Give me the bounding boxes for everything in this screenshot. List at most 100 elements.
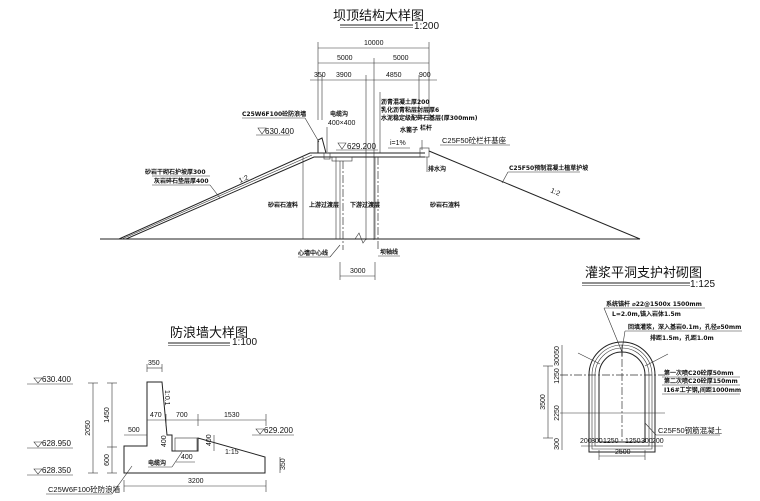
label-filter-up: 上游过渡层 bbox=[309, 201, 339, 209]
tunnel-scale: 1:125 bbox=[690, 279, 715, 290]
label-cushion: 灰岩碎石垫层厚400 bbox=[154, 177, 209, 185]
dim-half-left: 5000 bbox=[337, 55, 353, 62]
slope-left: 1:2 bbox=[238, 174, 250, 184]
wave-wall-section bbox=[123, 381, 266, 474]
elevation-marker-icon bbox=[33, 468, 43, 475]
label-riprap: 砂岩干砌石护坡厚300 bbox=[144, 168, 206, 176]
dim-350-right: 350 bbox=[280, 458, 287, 470]
crest-wave-wall bbox=[317, 137, 327, 154]
note-grout-2: 排距1.5m，孔距1.0m bbox=[650, 334, 714, 342]
dim-batter: 1:0.1 bbox=[163, 390, 170, 406]
tunnel-drawing: 灌浆平洞支护衬砌图 1:125 系统锚杆 ⌀22@1500x 1500mm L=… bbox=[540, 266, 742, 460]
label-trench: 电缆沟 bbox=[148, 459, 166, 467]
elevation-marks: 630.400 628.950 628.350 629.200 bbox=[27, 375, 294, 476]
label-water-drop: 水篦子 bbox=[400, 126, 418, 134]
note-grout-1: 回填灌浆，深入基岩0.1m，孔径⌀50mm bbox=[628, 323, 741, 331]
cable-trench-shape bbox=[323, 152, 331, 160]
label-fill-left: 砂岩石渣料 bbox=[267, 201, 298, 209]
label-filter-down: 下游过渡层 bbox=[350, 201, 380, 209]
note-shot-1: 第一次喷C20砼厚50mm bbox=[663, 369, 734, 377]
note-steel: I16#工字钢,间距1000mm bbox=[664, 386, 741, 394]
elevation-marker-icon bbox=[257, 127, 267, 135]
dim-v50: 50 bbox=[554, 346, 561, 354]
tunnel-bottom-dims: 200 300 1250 1250 300 200 2500 bbox=[580, 438, 664, 460]
dim-4850: 4850 bbox=[386, 72, 402, 79]
label-railing-base: C25F50砼栏杆基座 bbox=[442, 135, 507, 145]
dim-v300b: 300 bbox=[554, 438, 561, 450]
elev-629-200: 629.200 bbox=[347, 142, 376, 151]
dim-b1250a: 1250 bbox=[603, 438, 619, 445]
elevation-marker-icon bbox=[33, 377, 43, 384]
vertical-dimensions: 2050 1450 600 bbox=[85, 382, 117, 474]
elevation-marker-icon bbox=[33, 441, 43, 448]
label-cable-trench: 电缆沟 bbox=[330, 110, 348, 118]
note-bolt-1: 系统锚杆 ⌀22@1500x 1500mm bbox=[606, 300, 702, 308]
dim-total: 10000 bbox=[364, 40, 384, 47]
dim-b200b: 200 bbox=[652, 438, 664, 445]
dim-350-top: 350 bbox=[148, 360, 160, 367]
label-fill-right: 砂岩石渣料 bbox=[429, 201, 460, 209]
elev-628-950: 628.950 bbox=[42, 439, 71, 448]
slope-right: 1:2 bbox=[549, 187, 561, 197]
label-pavement-1: 沥青混凝土厚200 bbox=[381, 98, 430, 106]
elev-630-400: 630.400 bbox=[42, 375, 71, 384]
label-wave-wall: C25W6F100砼防浪墙 bbox=[242, 110, 306, 118]
elevation-marker-icon bbox=[255, 428, 265, 435]
tunnel-title: 灌浆平洞支护衬砌图 bbox=[585, 266, 702, 281]
label-pavement-3: 水泥稳定级配碎石基层(厚300mm) bbox=[381, 114, 478, 122]
wave-wall-title: 防浪墙大样图 bbox=[170, 325, 248, 341]
label-core-centerline: 心墙中心线 bbox=[298, 249, 328, 257]
note-lining: C25F50钢筋混凝土 bbox=[658, 425, 723, 435]
upstream-slope: 1:2 bbox=[118, 152, 340, 240]
dim-b300a: 300 bbox=[591, 438, 603, 445]
dim-400b: 400 bbox=[206, 434, 213, 446]
wave-wall-scale: 1:100 bbox=[232, 337, 257, 348]
dim-v1250: 1250 bbox=[554, 368, 561, 384]
dim-350: 350 bbox=[314, 72, 326, 79]
label-axis-line: 坝轴线 bbox=[380, 248, 398, 256]
dim-v2250: 2250 bbox=[554, 405, 561, 421]
note-bolt-2: L=2.0m,锚入岩体1.5m bbox=[612, 310, 681, 318]
label-downstream-protection: C25F50预制混凝土植草护坡 bbox=[509, 164, 588, 172]
dim-core-width: 3000 bbox=[350, 268, 366, 275]
dim-v300: 300 bbox=[554, 354, 561, 366]
elev-629-200: 629.200 bbox=[264, 426, 293, 435]
dim-slope: 1:15 bbox=[225, 449, 239, 456]
tunnel-section bbox=[560, 341, 669, 453]
note-shot-2: 第二次喷C20砼厚150mm bbox=[663, 377, 738, 385]
dim-b200a: 200 bbox=[580, 438, 592, 445]
dim-400a: 400 bbox=[161, 435, 168, 447]
dim-half-right: 5000 bbox=[393, 55, 409, 62]
dim-width-2500: 2500 bbox=[615, 449, 631, 456]
core-lines bbox=[335, 157, 379, 250]
dim-3200: 3200 bbox=[188, 478, 204, 485]
tunnel-vertical-dims: 3500 50 300 1250 2250 300 bbox=[540, 345, 563, 450]
dim-900: 900 bbox=[419, 72, 431, 79]
dim-700: 700 bbox=[176, 412, 188, 419]
label-drain-ditch: 排水沟 bbox=[428, 165, 446, 173]
label-gradient: i=1% bbox=[390, 140, 406, 147]
dim-600: 600 bbox=[104, 454, 111, 466]
dim-470: 470 bbox=[150, 412, 162, 419]
dim-2050: 2050 bbox=[85, 420, 92, 436]
dim-1530: 1530 bbox=[224, 412, 240, 419]
dim-3500: 3500 bbox=[540, 394, 547, 410]
label-cable-size: 400×400 bbox=[328, 120, 356, 127]
label-pavement-2: 乳化沥青粘层封层厚6 bbox=[381, 106, 439, 114]
dim-b300b: 300 bbox=[641, 438, 653, 445]
dim-400-width: 400 bbox=[181, 454, 193, 461]
dimension-chain: 10000 5000 5000 350 3900 4850 900 bbox=[310, 40, 437, 240]
downstream-slope: 1:2 bbox=[419, 140, 641, 240]
elev-630-400: 630.400 bbox=[265, 127, 294, 136]
dam-crest-title: 坝顶结构大样图 bbox=[333, 9, 424, 24]
elev-628-350: 628.350 bbox=[42, 466, 71, 475]
label-material: C25W6F100砼防浪墙 bbox=[48, 484, 121, 494]
label-railing: 栏杆 bbox=[420, 124, 432, 132]
dam-crest-drawing: 坝顶结构大样图 1:200 10000 5000 5000 350 3900 4… bbox=[100, 9, 641, 280]
dim-b1250b: 1250 bbox=[625, 438, 641, 445]
elevation-marker-icon bbox=[337, 142, 347, 150]
dim-1450: 1450 bbox=[104, 407, 111, 423]
dam-crest-scale: 1:200 bbox=[414, 21, 439, 32]
dim-3900: 3900 bbox=[336, 72, 352, 79]
